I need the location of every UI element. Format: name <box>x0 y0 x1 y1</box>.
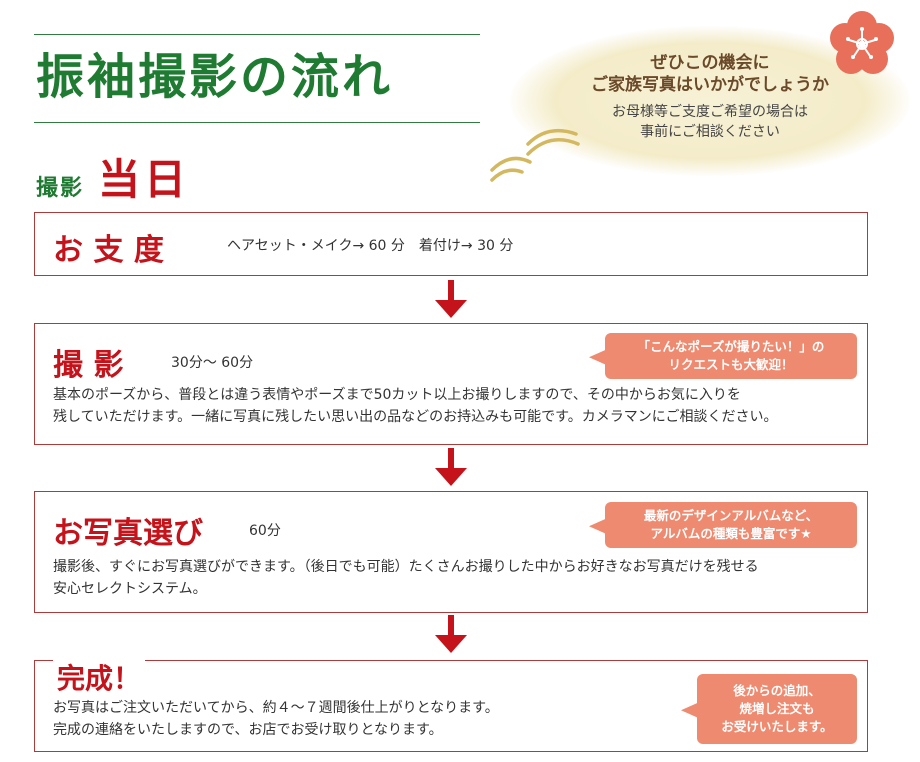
down-arrow-icon <box>435 615 467 653</box>
gold-wave-decoration <box>490 128 580 182</box>
day-label-big: 当日 <box>98 155 191 204</box>
step-duration: 60分 <box>249 523 281 539</box>
reorder-bubble: 後からの追加、 焼増し注文も お受けいたします。 <box>697 674 857 744</box>
title-line-top <box>34 34 480 35</box>
step-title: お 支 度 <box>53 233 164 268</box>
down-arrow-icon <box>435 448 467 486</box>
step-description-line-1: 基本のポーズから、普段とは違う表情やポーズまで50カット以上お撮りしますので、そ… <box>53 387 741 403</box>
step-duration: 30分～ 60分 <box>171 355 254 371</box>
step-title: 完成！ <box>53 657 146 697</box>
step-description-line-2: 残していただけます。一緒に写真に残したい思い出の品などのお持込みも可能です。カメ… <box>53 409 778 425</box>
step-description-line-1: 撮影後、すぐにお写真選びができます。（後日でも可能）たくさんお撮りした中からお好… <box>53 559 759 575</box>
cloud-line-4: 事前にご相談ください <box>640 124 780 140</box>
day-label-small: 撮影 <box>36 176 85 201</box>
step-description-line-2: 完成の連絡をいたしますので、お店でお受け取りとなります。 <box>53 722 443 738</box>
bubble-line-1: 「こんなポーズが撮りたい！」の <box>637 339 825 354</box>
step-duration: ヘアセット・メイク→ 60 分 着付け→ 30 分 <box>227 238 514 254</box>
bubble-line-3: お受けいたします。 <box>721 719 833 734</box>
bubble-line-2: リクエストも大歓迎！ <box>668 357 794 372</box>
bubble-line-2: 焼増し注文も <box>739 701 815 716</box>
down-arrow-icon <box>435 280 467 318</box>
cloud-line-3: お母様等ご支度ご希望の場合は <box>612 104 808 120</box>
bubble-line-1: 最新のデザインアルバムなど、 <box>643 508 819 523</box>
request-bubble: 「こんなポーズが撮りたい！」の リクエストも大歓迎！ <box>605 333 857 379</box>
step-title: お写真選び <box>53 516 203 551</box>
bubble-line-2: アルバムの種類も豊富です★ <box>650 526 812 541</box>
step-preparation: お 支 度 ヘアセット・メイク→ 60 分 着付け→ 30 分 <box>34 212 868 276</box>
title-line-bottom <box>34 122 480 123</box>
cloud-line-2: ご家族写真はいかがでしょうか <box>591 75 829 95</box>
step-description-line-2: 安心セレクトシステム。 <box>53 581 207 597</box>
ume-flower-icon <box>830 11 894 74</box>
bubble-line-1: 後からの追加、 <box>733 683 821 698</box>
step-title: 撮 影 <box>53 348 124 383</box>
cloud-line-1: ぜひこの機会に <box>650 53 770 73</box>
album-bubble: 最新のデザインアルバムなど、 アルバムの種類も豊富です★ <box>605 502 857 548</box>
page-title: 振袖撮影の流れ <box>36 49 394 105</box>
step-description-line-1: お写真はご注文いただいてから、約４～７週間後仕上がりとなります。 <box>53 700 499 716</box>
